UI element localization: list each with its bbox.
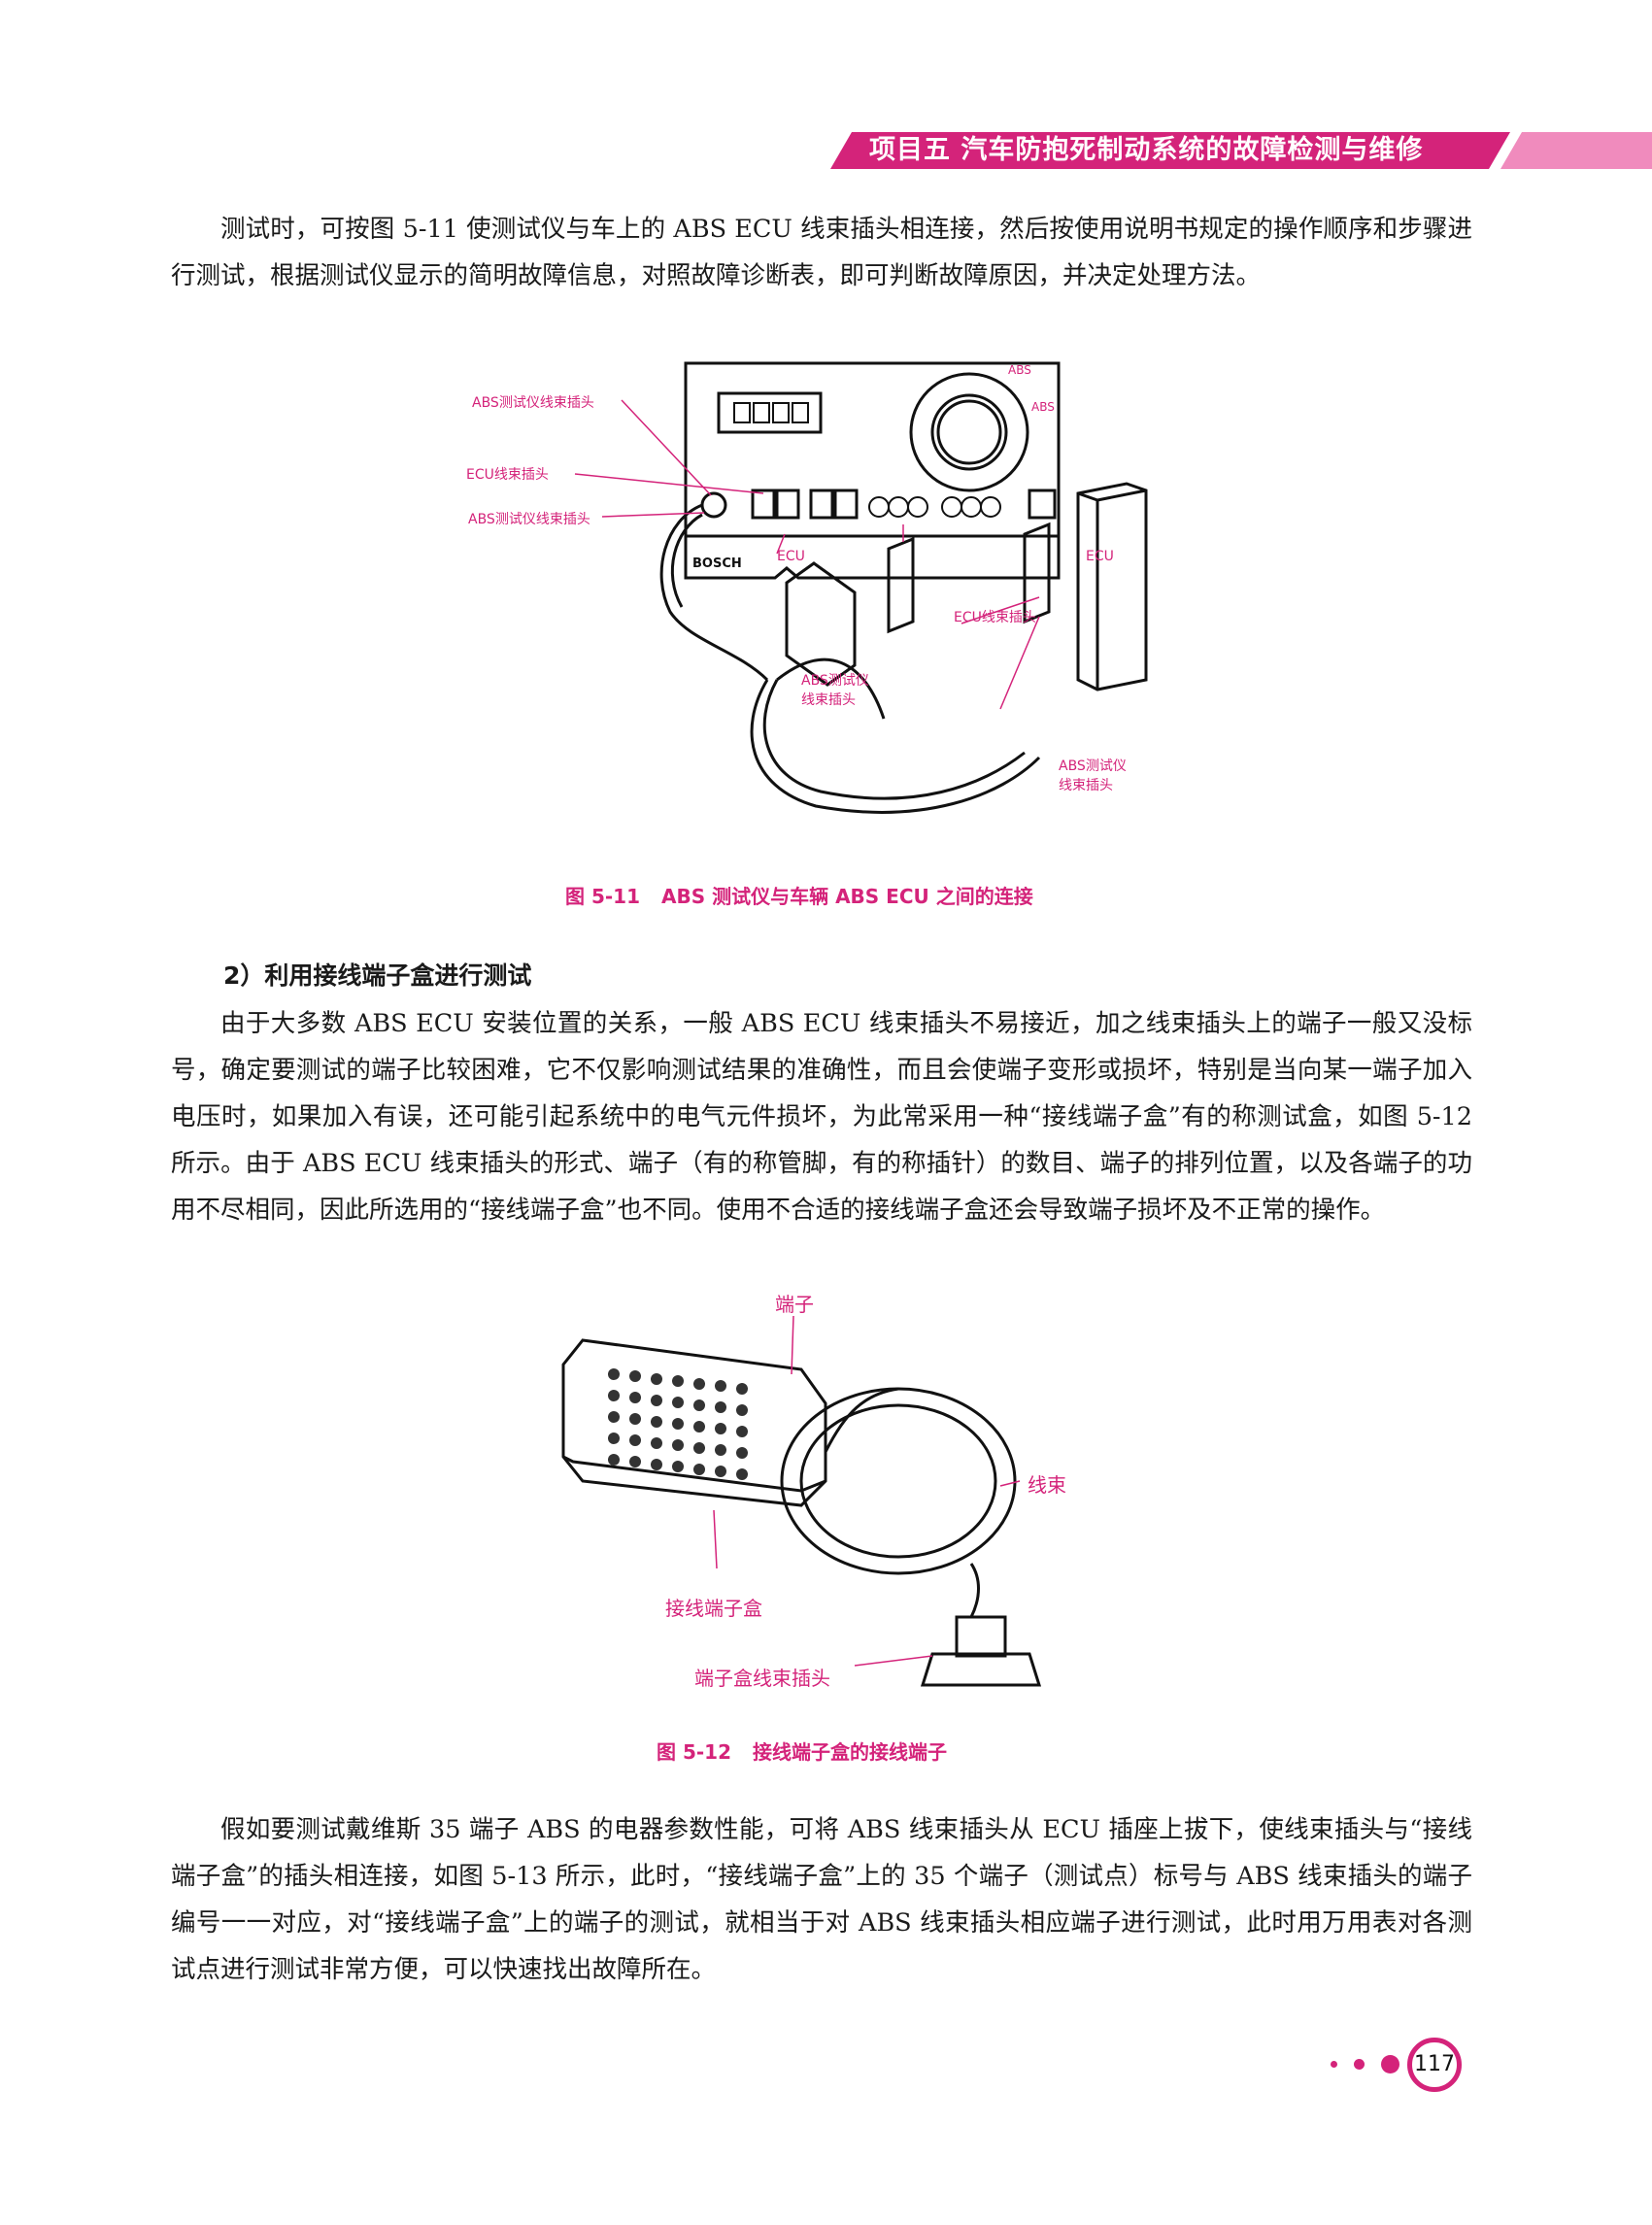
label-tester-plug-mid: ABS测试仪线束插头 bbox=[468, 512, 590, 527]
label-panel-ecu: ECU bbox=[777, 549, 805, 564]
figure-5-12-caption: 图 5-12 接线端子盒的接线端子 bbox=[657, 1736, 947, 1765]
figure-5-11-caption: 图 5-11 ABS 测试仪与车辆 ABS ECU 之间的连接 bbox=[565, 881, 1033, 909]
footer-dot-large bbox=[1381, 2055, 1399, 2073]
terminal-box-illustration bbox=[561, 1315, 1042, 1687]
label-tester-plug-left-2: 线束插头 bbox=[801, 692, 856, 708]
label-ecu-box: ECU bbox=[1086, 549, 1114, 564]
page-footer: 117 bbox=[1321, 2030, 1476, 2100]
bosch-logo: BOSCH bbox=[692, 556, 742, 571]
header-bar-shape bbox=[830, 132, 1652, 169]
figure-5-11: ABS测试仪线束插头 ECU线束插头 ABS测试仪线束插头 ECU线束插头 AB… bbox=[456, 350, 1204, 864]
figure-5-12: 端子 线束 接线端子盒 端子盒线束插头 bbox=[554, 1287, 1097, 1704]
label-ecu-plug-lower: ECU线束插头 bbox=[954, 610, 1036, 625]
footer-dot-small bbox=[1331, 2061, 1337, 2068]
label-tester-plug-right-2: 线束插头 bbox=[1059, 778, 1113, 793]
tester-connection-illustration bbox=[574, 361, 1148, 814]
label-dial-abs-2: ABS bbox=[1031, 400, 1055, 414]
chapter-header: 项目五 汽车防抱死制动系统的故障检测与维修 bbox=[830, 132, 1652, 169]
caption-text: 接线端子盒的接线端子 bbox=[753, 1740, 948, 1764]
label-terminal-box: 接线端子盒 bbox=[665, 1597, 762, 1620]
page-number: 117 bbox=[1407, 2038, 1462, 2092]
label-terminal: 端子 bbox=[775, 1293, 814, 1316]
label-dial-abs-1: ABS bbox=[1008, 363, 1031, 377]
paragraph-davis-35: 假如要测试戴维斯 35 端子 ABS 的电器参数性能，可将 ABS 线束插头从 … bbox=[171, 1815, 1472, 1984]
label-tester-plug-left-1: ABS测试仪 bbox=[801, 673, 869, 689]
chapter-title: 项目五 汽车防抱死制动系统的故障检测与维修 bbox=[869, 135, 1424, 165]
paragraph-terminal-box: 由于大多数 ABS ECU 安装位置的关系，一般 ABS ECU 线束插头不易接… bbox=[171, 1009, 1472, 1225]
label-harness: 线束 bbox=[1028, 1473, 1066, 1497]
paragraph-intro: 测试时，可按图 5-11 使测试仪与车上的 ABS ECU 线束插头相连接，然后… bbox=[171, 215, 1472, 290]
section-heading: 2）利用接线端子盒进行测试 bbox=[223, 961, 532, 990]
label-tester-plug-top: ABS测试仪线束插头 bbox=[472, 395, 594, 411]
label-tester-plug-right-1: ABS测试仪 bbox=[1059, 759, 1127, 774]
label-box-plug: 端子盒线束插头 bbox=[694, 1667, 830, 1690]
caption-number: 图 5-11 bbox=[565, 885, 641, 908]
caption-text: ABS 测试仪与车辆 ABS ECU 之间的连接 bbox=[661, 885, 1033, 908]
label-ecu-plug: ECU线束插头 bbox=[466, 467, 549, 483]
caption-number: 图 5-12 bbox=[657, 1740, 732, 1764]
footer-dot-medium bbox=[1354, 2059, 1365, 2070]
